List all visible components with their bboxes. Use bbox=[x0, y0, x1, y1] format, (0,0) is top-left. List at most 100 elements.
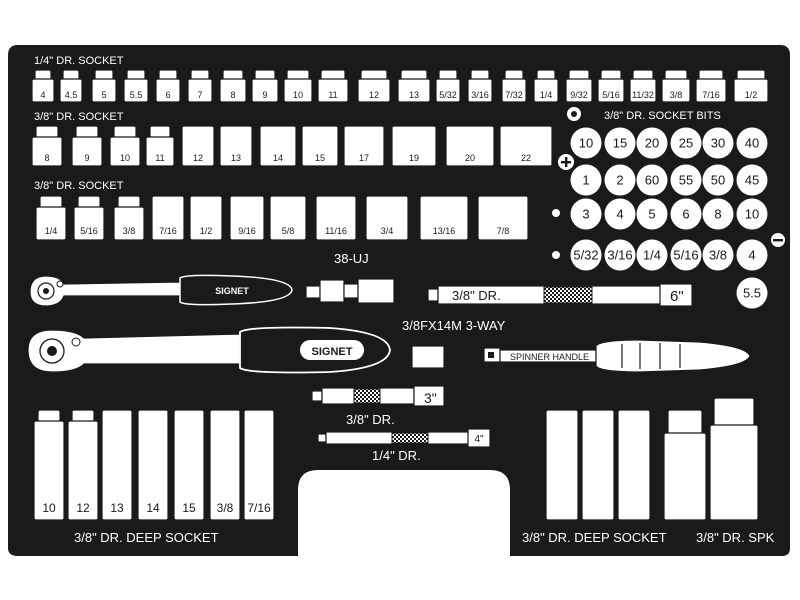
metric-socket: 14 bbox=[259, 125, 297, 167]
quarter-drive-socket: 4 bbox=[31, 69, 55, 103]
sae-socket: 3/8 bbox=[113, 195, 145, 241]
hex-marker-dot bbox=[550, 207, 562, 219]
socket-size-label: 11/32 bbox=[632, 90, 654, 100]
quarter-drive-socket: 4.5 bbox=[59, 69, 83, 103]
socket-bit: 8 bbox=[702, 198, 734, 230]
quarter-drive-socket: 11/32 bbox=[629, 69, 657, 103]
socket-bit: 40 bbox=[736, 127, 768, 159]
torx-icon bbox=[567, 107, 581, 121]
quarter-drive-socket: 5 bbox=[91, 69, 117, 103]
universal-joint-label: 38-UJ bbox=[334, 251, 369, 266]
deep-socket: 14 bbox=[137, 409, 169, 521]
bit-size-label: 3/16 bbox=[607, 248, 632, 263]
brand-logo-small: SIGNET bbox=[215, 286, 249, 296]
socket-size-label: 15 bbox=[182, 501, 196, 515]
sae-socket: 7/16 bbox=[151, 195, 185, 241]
deep-socket: 7/16 bbox=[243, 409, 275, 521]
four-inch-extension bbox=[317, 428, 491, 448]
sae-socket: 9/16 bbox=[229, 195, 265, 241]
bit-size-label: 4 bbox=[616, 207, 623, 222]
metric-socket: 9 bbox=[71, 125, 103, 167]
socket-bits-label: 3/8" DR. SOCKET BITS bbox=[604, 110, 721, 122]
hex-marker-dot-sae bbox=[550, 249, 562, 261]
bit-size-label: 8 bbox=[714, 207, 721, 222]
socket-bit: 1 bbox=[570, 164, 602, 196]
socket-bit: 20 bbox=[636, 127, 668, 159]
socket-size-label: 9/32 bbox=[570, 90, 588, 100]
socket-size-label: 15 bbox=[315, 153, 325, 163]
socket-size-label: 3/16 bbox=[471, 90, 489, 100]
bit-size-label: 50 bbox=[711, 173, 725, 188]
socket-bit: 5/32 bbox=[570, 239, 602, 271]
sae-socket: 13/16 bbox=[419, 195, 469, 241]
socket-bit: 3/16 bbox=[604, 239, 636, 271]
bit-size-label: 45 bbox=[745, 173, 759, 188]
spinner-handle bbox=[483, 339, 751, 373]
sae-socket: 1/4 bbox=[35, 195, 67, 241]
socket-size-label: 5 bbox=[101, 90, 106, 100]
quarter-drive-socket: 5/32 bbox=[435, 69, 461, 103]
socket-size-label: 7/16 bbox=[159, 226, 177, 236]
metric-socket: 15 bbox=[301, 125, 339, 167]
sae-socket: 1/2 bbox=[189, 195, 223, 241]
socket-bit: 55 bbox=[670, 164, 702, 196]
socket-size-label: 22 bbox=[521, 153, 531, 163]
quarter-drive-socket: 7/16 bbox=[695, 69, 727, 103]
socket-size-label: 17 bbox=[359, 153, 369, 163]
deep-socket: 3/8 bbox=[209, 409, 241, 521]
socket-size-label: 14 bbox=[273, 153, 283, 163]
deep-socket: 13 bbox=[101, 409, 133, 521]
socket-size-label: 13 bbox=[409, 90, 419, 100]
socket-bit: 5 bbox=[636, 198, 668, 230]
quarter-drive-socket: 6 bbox=[155, 69, 181, 103]
socket-size-label: 9/16 bbox=[238, 226, 256, 236]
socket-size-label: 19 bbox=[409, 153, 419, 163]
quarter-drive-socket: 12 bbox=[357, 69, 391, 103]
bit-size-label: 2 bbox=[616, 173, 623, 188]
four-inch-extension-drive-label: 1/4" DR. bbox=[372, 448, 421, 463]
universal-joint bbox=[305, 278, 395, 304]
sae-socket: 7/8 bbox=[477, 195, 529, 241]
socket-bit: 25 bbox=[670, 127, 702, 159]
bit-size-label: 55 bbox=[679, 173, 693, 188]
three-way-adapter bbox=[411, 345, 445, 369]
socket-size-label: 1/2 bbox=[745, 90, 758, 100]
quarter-drive-socket: 3/16 bbox=[467, 69, 493, 103]
socket-size-label: 5/16 bbox=[602, 90, 620, 100]
socket-size-label: 8 bbox=[44, 153, 49, 163]
socket-bit: 2 bbox=[604, 164, 636, 196]
three-way-adapter-label: 3/8FX14M 3-WAY bbox=[402, 318, 506, 333]
socket-size-label: 9 bbox=[84, 153, 89, 163]
quarter-drive-socket: 5/16 bbox=[597, 69, 625, 103]
sae-socket: 11/16 bbox=[315, 195, 357, 241]
spark-plug-socket bbox=[709, 397, 759, 521]
socket-size-label: 14 bbox=[146, 501, 160, 515]
socket-bit: 50 bbox=[702, 164, 734, 196]
three-inch-extension bbox=[311, 385, 445, 407]
socket-size-label: 7/16 bbox=[702, 90, 720, 100]
six-inch-extension bbox=[427, 283, 693, 307]
socket-size-label: 1/4 bbox=[540, 90, 553, 100]
socket-size-label: 3/8 bbox=[670, 90, 683, 100]
metric-socket: 10 bbox=[109, 125, 141, 167]
bit-size-label: 3/8 bbox=[709, 248, 727, 263]
bit-size-label: 5 bbox=[648, 207, 655, 222]
quarter-drive-socket: 3/8 bbox=[661, 69, 691, 103]
socket-size-label: 10 bbox=[293, 90, 303, 100]
spark-plug-socket-row bbox=[663, 397, 759, 521]
sae-socket: 5/16 bbox=[73, 195, 105, 241]
deep-socket-right-label: 3/8" DR. DEEP SOCKET bbox=[522, 530, 667, 545]
metric-socket: 20 bbox=[445, 125, 495, 167]
socket-size-label: 11 bbox=[328, 90, 337, 100]
socket-size-label: 20 bbox=[465, 153, 475, 163]
deep-socket: 12 bbox=[67, 409, 99, 521]
bit-size-label: 5.5 bbox=[743, 286, 761, 301]
socket-bit: 3/8 bbox=[702, 239, 734, 271]
socket-bit: 4 bbox=[604, 198, 636, 230]
three-eighth-drive-ratchet: SIGNET bbox=[27, 326, 391, 374]
socket-size-label: 9 bbox=[262, 90, 267, 100]
socket-size-label: 4.5 bbox=[65, 90, 78, 100]
